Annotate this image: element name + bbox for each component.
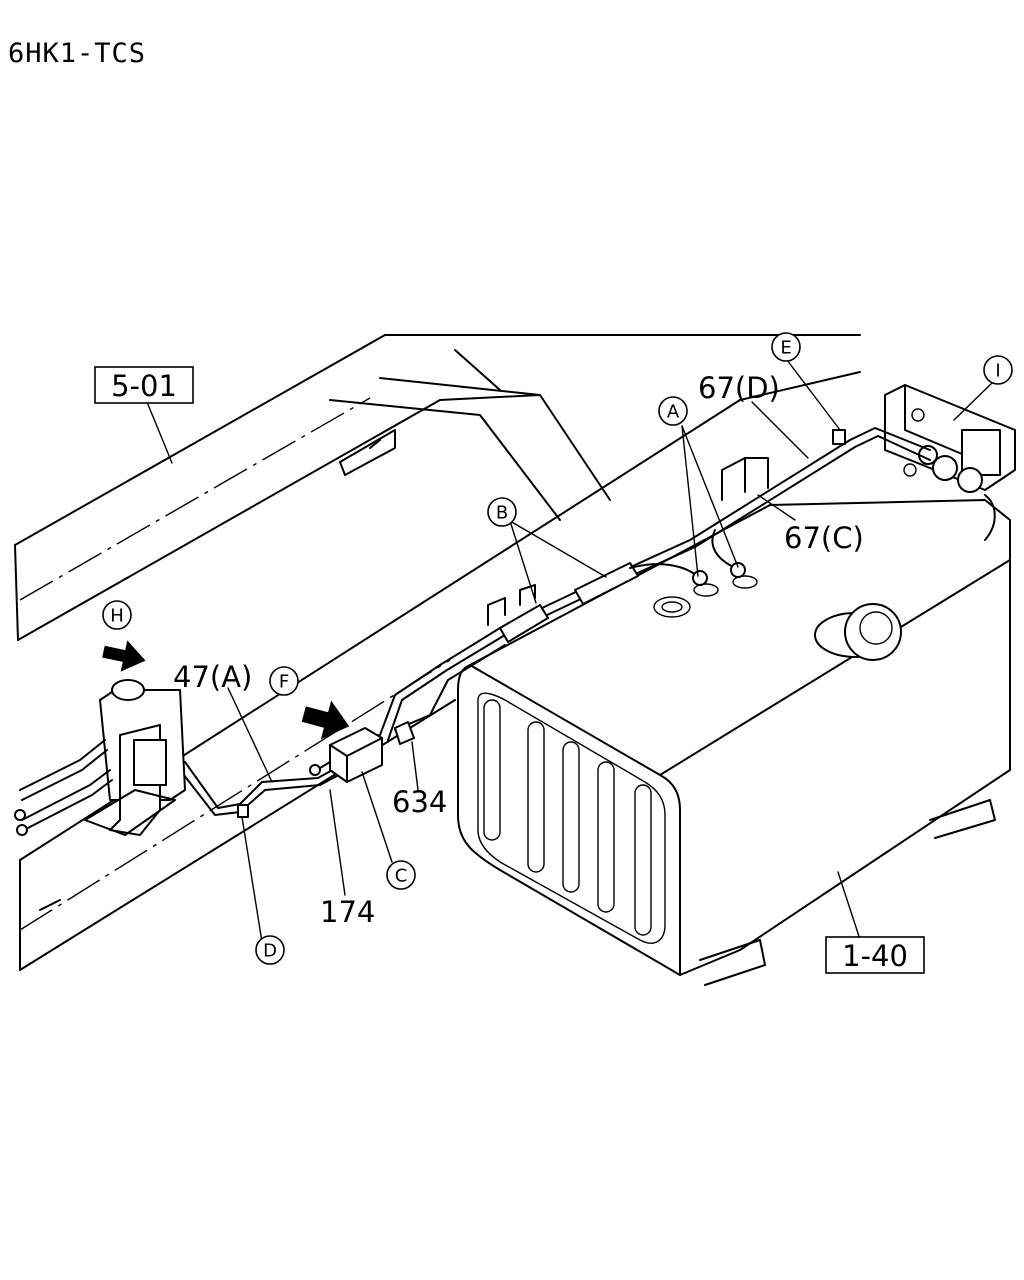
part-label-67c: 67(C): [784, 521, 864, 555]
callout-c: C: [386, 860, 416, 890]
svg-text:D: D: [263, 941, 277, 962]
ref-label-5-01: 5-01: [111, 369, 177, 403]
part-label-174: 174: [320, 895, 375, 929]
svg-text:H: H: [110, 606, 124, 627]
fuel-tank: [457, 384, 1016, 986]
arrow-h-icon: [102, 640, 146, 672]
frame-rail-upper: [14, 334, 861, 641]
svg-text:C: C: [395, 866, 408, 887]
callout-d: D: [255, 935, 285, 965]
svg-text:E: E: [780, 338, 791, 359]
part-label-634: 634: [392, 785, 447, 819]
callout-i: I: [983, 355, 1013, 385]
callout-f: F: [269, 666, 299, 696]
leader-lines: [146, 359, 994, 959]
callout-b: B: [487, 497, 517, 527]
part-label-67d: 67(D): [698, 371, 780, 405]
callout-e: E: [771, 332, 801, 362]
ref-box-1-40[interactable]: 1-40: [825, 936, 925, 974]
ref-label-1-40: 1-40: [842, 939, 908, 973]
page-title: 6HK1-TCS: [8, 38, 147, 69]
svg-text:B: B: [496, 503, 508, 524]
svg-text:I: I: [995, 361, 1000, 382]
callout-h: H: [102, 600, 132, 630]
fuel-lines: [179, 427, 931, 818]
arrow-f-icon: [301, 700, 350, 740]
callout-a: A: [658, 396, 688, 426]
svg-text:F: F: [279, 672, 289, 693]
flow-arrows: [102, 640, 350, 740]
ref-box-5-01[interactable]: 5-01: [94, 366, 194, 404]
rail-brackets: [487, 457, 769, 626]
fuel-filter-assembly: [14, 679, 186, 836]
check-valve-block: [309, 721, 415, 783]
svg-text:A: A: [667, 402, 680, 423]
part-label-47a: 47(A): [173, 660, 252, 694]
